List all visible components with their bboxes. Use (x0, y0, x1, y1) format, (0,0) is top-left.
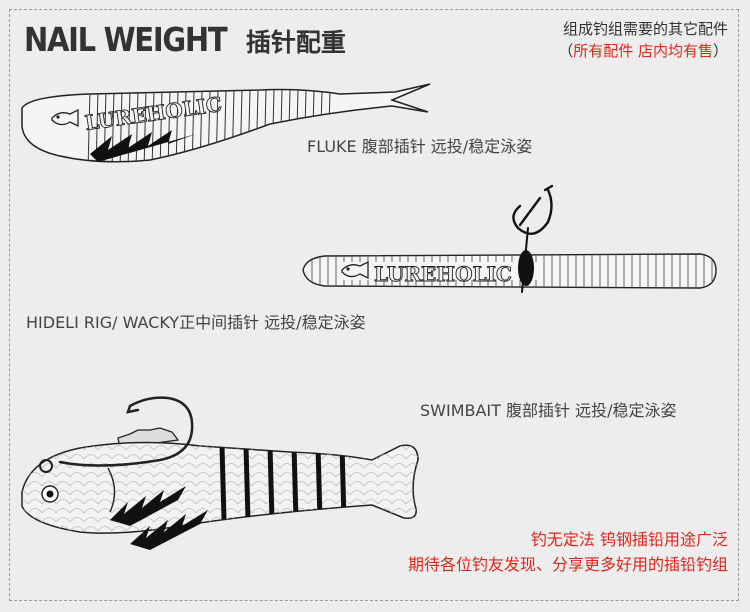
line-eye-icon (39, 459, 53, 473)
caption-swimbait: SWIMBAIT 腹部插针 远投/稳定泳姿 (420, 401, 676, 420)
caption-fluke: FLUKE 腹部插针 远投/稳定泳姿 (307, 137, 532, 156)
stick-lure: LUREHOLIC (302, 184, 717, 293)
swimbait-nail-weight (110, 486, 208, 550)
page-title: NAIL WEIGHT 插针配重 (24, 20, 346, 59)
caption-hideli: HIDELI RIG/ WACKY正中间插针 远投/稳定泳姿 (26, 313, 366, 332)
stick-brand-text: LUREHOLIC (374, 262, 512, 286)
title-english: NAIL WEIGHT (24, 20, 228, 59)
fish-logo-icon (341, 260, 369, 280)
fish-logo-icon (51, 108, 79, 128)
fluke-lure: LUREHOLIC (21, 83, 431, 163)
dashed-border (9, 9, 739, 601)
title-chinese: 插针配重 (245, 28, 346, 57)
accessories-note: 组成钓组需要的其它配件 （所有配件 店内均有售） (558, 18, 728, 62)
note-line-1: 组成钓组需要的其它配件 (562, 20, 728, 38)
promo-text: 钓无定法 钨钢插铅用途广泛 期待各位钓友发现、分享更多好用的插铅钓组 (408, 527, 728, 577)
promo-line-1: 钓无定法 钨钢插铅用途广泛 (530, 530, 728, 549)
weedless-hook-icon (512, 184, 554, 293)
fluke-nail-weight (90, 130, 196, 162)
note-line-2: （所有配件 店内均有售） (558, 42, 728, 60)
note-red-text: 所有配件 店内均有售 (573, 42, 713, 60)
jig-hook-icon (58, 396, 194, 467)
swimbait-lure (21, 396, 419, 550)
promo-line-2: 期待各位钓友发现、分享更多好用的插铅钓组 (407, 555, 728, 574)
